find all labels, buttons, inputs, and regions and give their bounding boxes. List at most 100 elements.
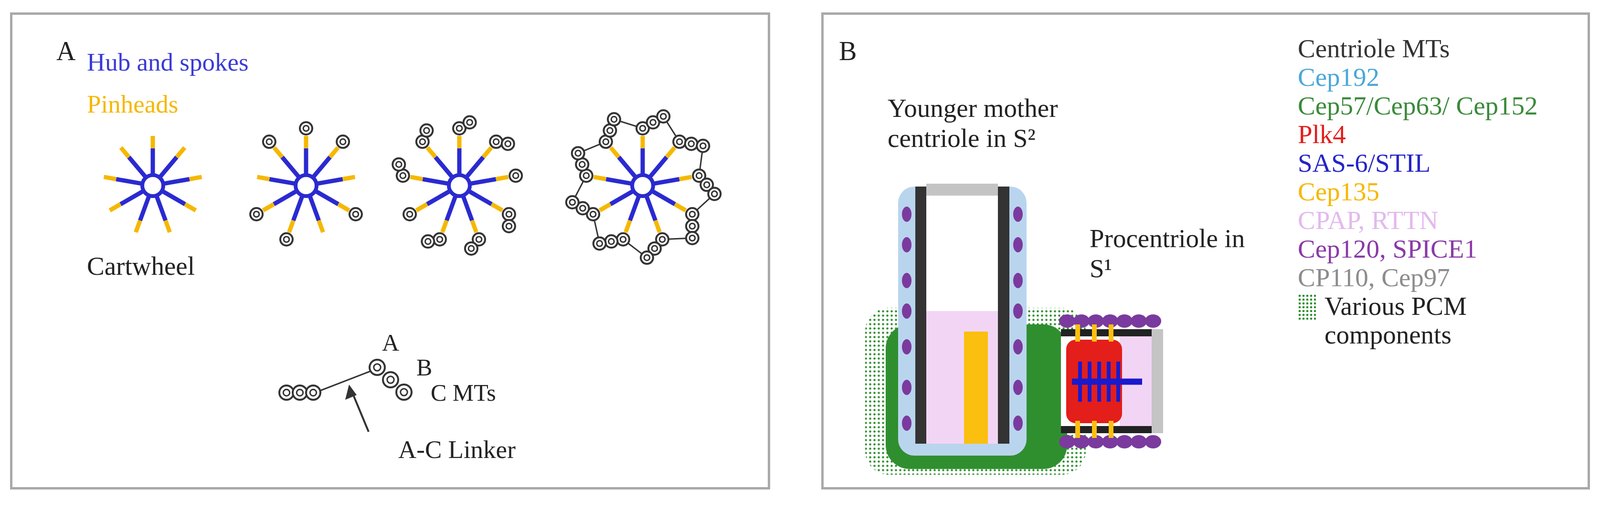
microtubule-lumen — [456, 125, 463, 132]
microtubule-lumen — [603, 138, 609, 145]
pinhead — [472, 220, 477, 233]
microtubule-lumen — [596, 241, 603, 247]
microtubule-lumen — [468, 245, 475, 252]
spoke — [651, 190, 675, 205]
microtubule-lumen — [700, 143, 707, 149]
microtubule-lumen — [575, 150, 582, 157]
cep120-dot — [1013, 273, 1023, 289]
legend-text: Plk4 — [1297, 120, 1346, 149]
spoke — [610, 190, 634, 205]
cep120-dot — [901, 339, 912, 355]
pinhead — [625, 220, 630, 233]
microtubule — [686, 208, 699, 221]
microtubule-lumen — [339, 138, 346, 145]
spoke — [646, 195, 656, 222]
procentriole-body — [1060, 336, 1164, 427]
cep120-dot — [901, 380, 912, 396]
spoke — [293, 195, 303, 222]
pinhead — [120, 147, 129, 158]
spoke — [161, 190, 185, 205]
structure-label: Cartwheel — [86, 251, 195, 282]
microtubule-lumen — [660, 113, 667, 120]
pinhead — [679, 177, 692, 180]
microtubule-lumen — [283, 236, 290, 243]
cep120-dot — [901, 206, 912, 223]
microtubule-lumen — [436, 236, 443, 243]
sas6-spoke — [1106, 361, 1111, 403]
panel-letter: A — [56, 35, 76, 67]
legend-entry: CPAP, RTTN — [1297, 206, 1566, 235]
hub — [295, 175, 317, 197]
tubule-label: C MTs — [430, 379, 497, 408]
microtubule — [509, 169, 522, 182]
pinhead — [666, 147, 675, 158]
microtubule — [306, 385, 321, 401]
legend-entry: Plk4 — [1297, 120, 1566, 149]
pinhead — [442, 220, 447, 233]
cep120-dot — [1116, 435, 1133, 449]
legend-entry: Cep120, SPICE1 — [1297, 234, 1566, 264]
pinhead — [189, 177, 202, 180]
procentriole — [1059, 314, 1164, 449]
microtubule — [250, 208, 263, 221]
microtubule-lumen — [590, 211, 596, 218]
microtubule — [502, 220, 516, 233]
spoke — [139, 195, 149, 222]
microtubule-lumen — [505, 141, 511, 148]
spoke — [116, 179, 143, 184]
microtubule-lumen — [423, 127, 430, 134]
microtubule-lumen — [506, 223, 512, 230]
microtubule — [349, 208, 362, 221]
cep120-dot — [1144, 314, 1162, 329]
microtubule — [501, 137, 515, 150]
microtubule — [299, 122, 313, 135]
microtubule-lumen — [296, 389, 304, 397]
spoke — [269, 179, 296, 184]
microtubule-lumen — [352, 211, 359, 218]
legend-swatch — [1297, 294, 1316, 320]
pinhead — [655, 220, 660, 233]
microtubule — [604, 235, 618, 248]
centriole-label: Younger mother centriole in S² — [887, 93, 1136, 154]
spoke — [150, 148, 156, 176]
cp110-cap — [926, 183, 998, 196]
pinhead — [483, 147, 492, 158]
legend-text: Cep192 — [1297, 63, 1380, 92]
tubule-label: B — [416, 354, 433, 382]
cep135-pinhead — [1075, 324, 1081, 342]
spoke — [605, 179, 633, 184]
microtubule-lumen — [266, 138, 273, 145]
microtubule-lumen — [303, 125, 309, 132]
pinhead — [185, 204, 197, 211]
spoke — [273, 190, 297, 205]
pinhead — [304, 136, 309, 149]
microtubule-lumen — [689, 223, 696, 230]
microtubule-lumen — [253, 211, 260, 218]
cartwheel — [104, 136, 202, 233]
cartwheel — [250, 122, 362, 246]
cep120-dot — [1013, 339, 1023, 355]
legend-text: Various PCM components — [1324, 292, 1566, 350]
microtubule — [392, 158, 405, 171]
microtubule-lumen — [608, 238, 615, 245]
microtubule-lumen — [476, 236, 482, 243]
microtubule-lumen — [493, 138, 499, 145]
hub — [142, 175, 164, 197]
spoke — [282, 157, 300, 178]
cartwheel — [392, 116, 522, 255]
microtubule — [382, 372, 399, 388]
microtubule-lumen — [512, 172, 519, 179]
pinhead — [599, 204, 611, 211]
sas6-spoke — [1087, 361, 1092, 403]
cep135-pinhead — [1108, 324, 1114, 342]
panel-a: A — [10, 12, 771, 490]
spoke — [649, 157, 667, 178]
pinhead — [104, 177, 117, 180]
microtubule-lumen — [506, 211, 512, 218]
microtubule-lumen — [651, 245, 658, 252]
microtubule-lumen — [419, 138, 426, 145]
centriole-wall — [997, 186, 1010, 445]
legend-text: SAS-6/STIL — [1297, 148, 1431, 178]
legend-entry: Cep192 — [1297, 63, 1566, 92]
hub — [632, 175, 654, 197]
